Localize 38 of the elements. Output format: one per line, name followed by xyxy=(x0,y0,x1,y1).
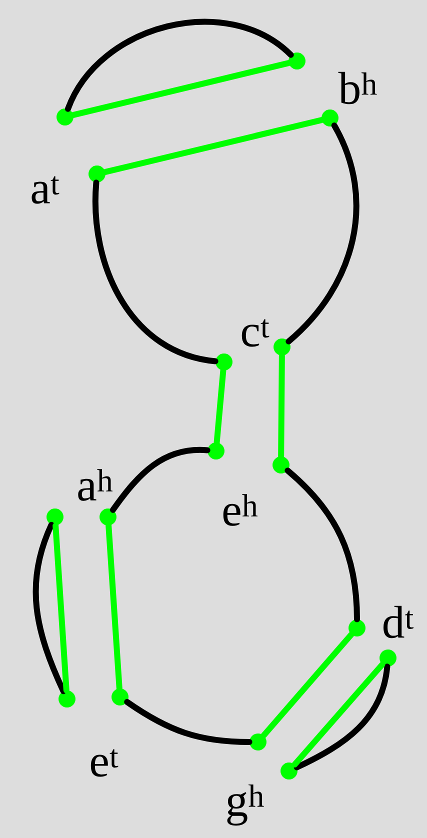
straight-line xyxy=(102,117,325,175)
straight-line xyxy=(214,368,226,446)
vertex-label: g$^{h}$ xyxy=(227,784,264,826)
vertex-dot xyxy=(280,762,298,780)
vertex-dot xyxy=(288,52,306,70)
vertex-label: b$^{h}$ xyxy=(338,72,377,104)
vertex-dot xyxy=(56,108,74,126)
curved-line xyxy=(110,446,210,513)
straight-line xyxy=(106,522,122,692)
vertex-label: e$^{h}$ xyxy=(223,494,258,526)
curved-line xyxy=(124,699,252,745)
vertex-dot xyxy=(272,456,290,474)
vertex-label: e$^{t}$ xyxy=(90,749,118,777)
vertex-label: d$^{t}$ xyxy=(384,606,414,638)
straight-line xyxy=(260,632,354,738)
vertex-dot xyxy=(46,508,64,526)
curved-line xyxy=(286,122,360,344)
vertex-label: c$^{t}$ xyxy=(242,319,270,347)
curved-line xyxy=(284,468,360,622)
curved-line xyxy=(32,522,66,694)
curved-line xyxy=(64,18,294,112)
vertex-dot xyxy=(58,690,76,708)
vertex-dot xyxy=(88,166,106,182)
vertex-dot xyxy=(208,442,224,460)
straight-line xyxy=(278,352,285,460)
vertex-dot xyxy=(322,110,338,126)
straight-line xyxy=(52,522,70,694)
vertex-label: a$^{t}$ xyxy=(32,176,60,204)
vertex-dot xyxy=(274,338,290,356)
vertex-dot xyxy=(112,688,128,706)
vertex-dot xyxy=(348,620,366,636)
vertex-dot xyxy=(100,508,116,526)
vertex-dot xyxy=(216,354,232,370)
vertex-dot xyxy=(380,650,396,666)
vertex-label: a$^{h}$ xyxy=(78,469,112,501)
straight-line xyxy=(70,60,292,118)
vertex-dot xyxy=(250,734,266,750)
curved-line xyxy=(92,180,218,364)
